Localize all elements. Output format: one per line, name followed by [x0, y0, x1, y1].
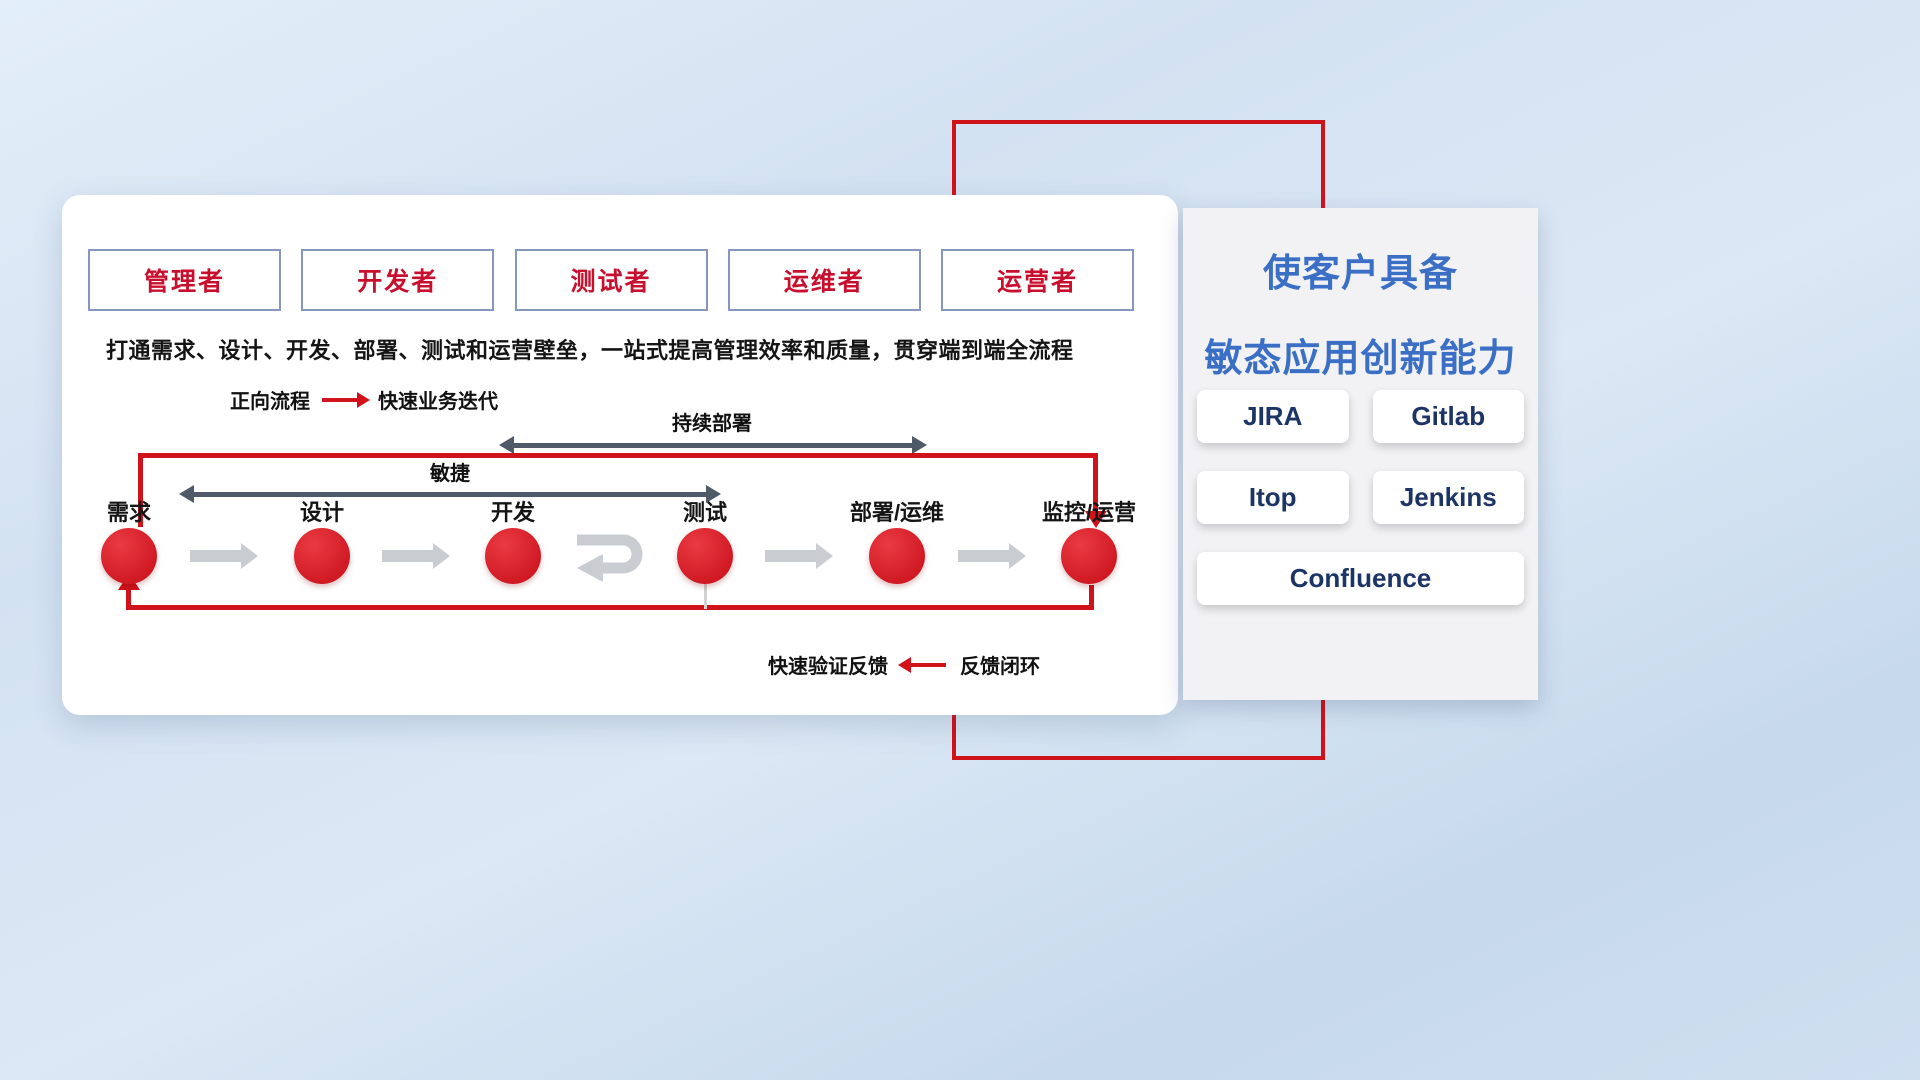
stage-monitor-operations-label: 监控/运营 — [1041, 500, 1137, 525]
panel-title-line2: 敏态应用创新能力 — [1204, 338, 1517, 380]
role-operator-box: 运营者 — [941, 249, 1134, 311]
role-tester-box: 测试者 — [514, 249, 708, 311]
continuous-deployment-arrow-icon — [499, 436, 927, 454]
role-ops-box: 运维者 — [727, 249, 921, 311]
devops-flow-card: 管理者 开发者 测试者 运维者 运营者 打通需求、设计、开发、部署、测试和运营壁… — [62, 195, 1178, 715]
feedback-legend-value: 反馈闭环 — [960, 656, 1040, 678]
forward-loop-stub — [138, 513, 143, 527]
forward-legend: 正向流程 快速业务迭代 — [230, 385, 498, 414]
role-manager-label: 管理者 — [143, 268, 225, 296]
tool-jenkins: Jenkins — [1372, 471, 1524, 524]
stage-requirements-node — [101, 528, 157, 584]
stage-design-label: 设计 — [299, 500, 344, 525]
forward-loop-arrowhead-icon — [1085, 511, 1107, 528]
flow-description: 打通需求、设计、开发、部署、测试和运营壁垒，一站式提高管理效率和质量，贯穿端到端… — [106, 338, 1074, 363]
stage-deploy-ops-node — [869, 528, 925, 584]
role-ops-label: 运维者 — [783, 268, 865, 296]
panel-title-line1: 使客户具备 — [1262, 253, 1458, 295]
flow-arrow-icon — [382, 543, 450, 569]
feedback-legend: 快速验证反馈 反馈闭环 — [768, 650, 1040, 679]
stage-deploy-ops-label: 部署/运维 — [849, 500, 945, 525]
stage-development-label: 开发 — [490, 500, 535, 525]
forward-loop-line — [138, 453, 1098, 515]
tools-grid: JIRA Gitlab Itop Jenkins Confluence — [1197, 390, 1524, 605]
forward-legend-label: 正向流程 — [230, 391, 310, 413]
stage-requirements-label: 需求 — [106, 500, 151, 525]
feedback-legend-label: 快速验证反馈 — [768, 656, 888, 678]
tool-confluence: Confluence — [1197, 552, 1524, 605]
forward-arrow-icon — [322, 391, 370, 408]
role-tester-label: 测试者 — [570, 268, 652, 296]
role-manager-box: 管理者 — [88, 249, 281, 311]
flow-arrow-icon — [190, 543, 258, 569]
feedback-arrow-icon — [898, 656, 946, 673]
iteration-uturn-arrow-icon — [567, 526, 651, 589]
tool-itop: Itop — [1197, 471, 1349, 524]
forward-legend-value: 快速业务迭代 — [378, 391, 498, 413]
stage-testing-node — [677, 528, 733, 584]
tool-jira: JIRA — [1197, 390, 1349, 443]
stage-testing-label: 测试 — [682, 500, 727, 525]
agile-arrow-icon — [179, 485, 721, 503]
role-developer-label: 开发者 — [357, 268, 439, 296]
flow-arrow-icon — [958, 543, 1026, 569]
role-operator-label: 运营者 — [996, 268, 1078, 296]
role-developer-box: 开发者 — [301, 249, 495, 311]
flow-arrow-icon — [765, 543, 833, 569]
stage-development-node — [485, 528, 541, 584]
roles-row: 管理者 开发者 测试者 运维者 运营者 — [88, 249, 1134, 311]
stage-monitor-operations-node — [1061, 528, 1117, 584]
feedback-loop-line — [126, 585, 1094, 610]
capability-panel: 使客户具备 敏态应用创新能力 JIRA Gitlab Itop Jenkins … — [1183, 208, 1538, 700]
test-feedback-connector — [704, 584, 707, 609]
tool-gitlab: Gitlab — [1372, 390, 1524, 443]
continuous-deployment-label: 持续部署 — [672, 413, 752, 435]
agile-label: 敏捷 — [430, 463, 470, 485]
stage-design-node — [294, 528, 350, 584]
